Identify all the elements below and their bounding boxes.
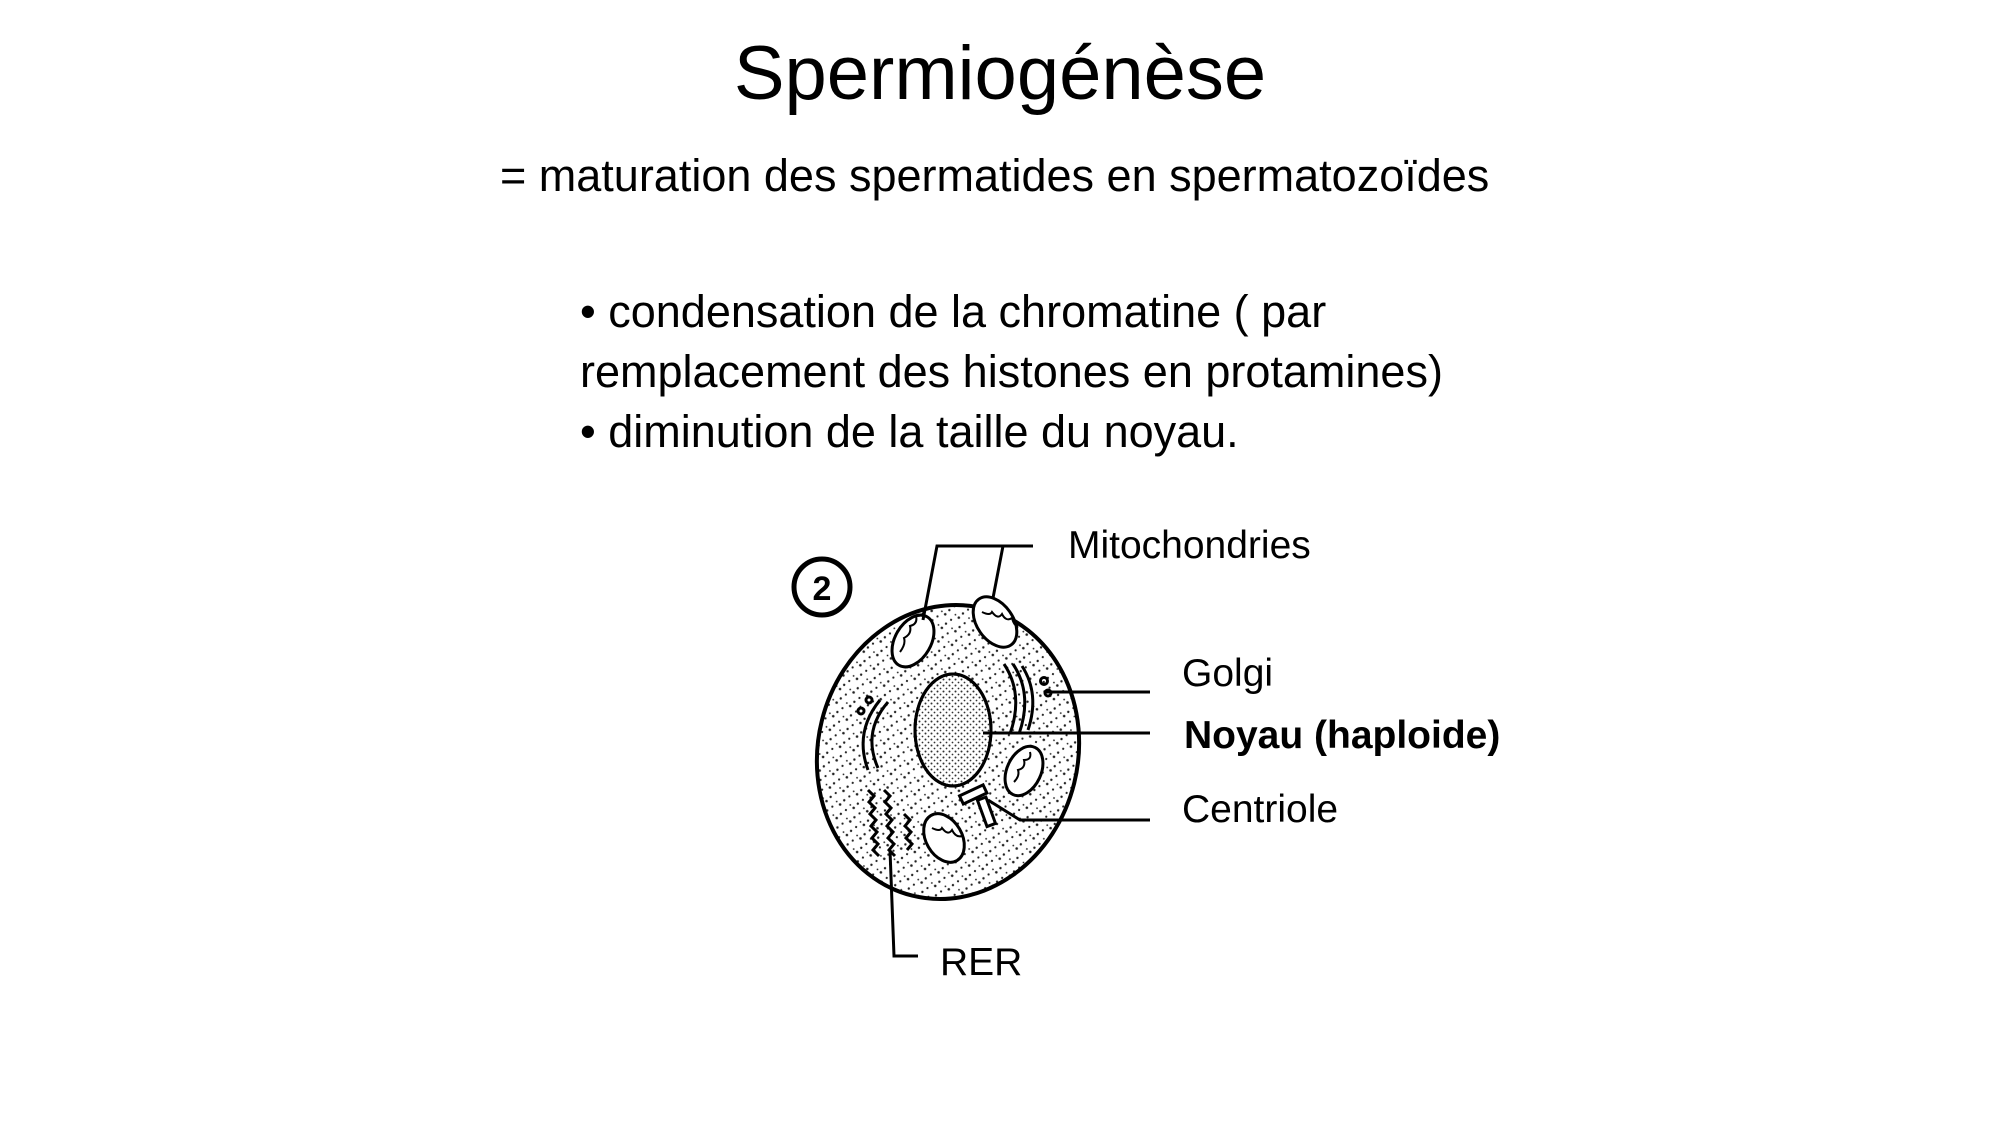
mitochondrion-shape	[890, 595, 1045, 864]
label-golgi: Golgi	[1182, 652, 1273, 695]
leader-lines	[888, 544, 1150, 958]
label-noyau: Noyau (haploide)	[1184, 714, 1500, 757]
nucleus-shape	[913, 672, 993, 788]
bullet-list: • condensation de la chromatine ( par re…	[580, 282, 1443, 462]
label-centriole: Centriole	[1182, 788, 1338, 831]
centriole-shape	[957, 782, 998, 829]
definition-text: = maturation des spermatides en spermato…	[500, 150, 1490, 201]
slide-title: Spermiogénèse	[733, 31, 1267, 116]
rer-shape	[866, 788, 915, 858]
bullet-item: • condensation de la chromatine ( par	[580, 286, 1327, 337]
label-mitochondries: Mitochondries	[1068, 524, 1311, 567]
bullet-item: • diminution de la taille du noyau.	[580, 406, 1239, 457]
panel-number-badge: 2	[791, 556, 853, 618]
panel-number: 2	[813, 570, 832, 608]
bullet-item: remplacement des histones en protamines)	[580, 346, 1443, 397]
label-rer: RER	[940, 941, 1022, 984]
golgi-shape	[856, 663, 1053, 771]
